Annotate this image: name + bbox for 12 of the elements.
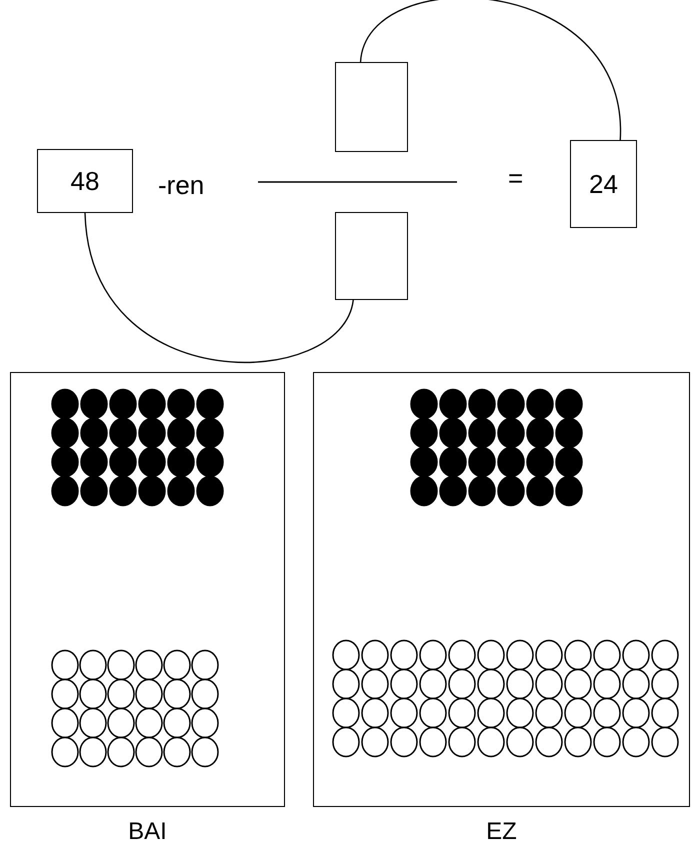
number-box bbox=[37, 149, 133, 213]
equals-sign: = bbox=[508, 163, 524, 194]
panel-caption: EZ bbox=[485, 818, 518, 846]
connector-arc bbox=[360, 0, 621, 140]
panel-caption: BAI bbox=[127, 818, 168, 846]
connector-arc bbox=[84, 212, 354, 363]
number-text: 48 bbox=[70, 166, 100, 196]
number-box bbox=[570, 140, 637, 228]
answer-box bbox=[335, 212, 408, 300]
answer-box bbox=[335, 62, 408, 152]
suffix-text: -ren bbox=[158, 170, 204, 201]
number-text: 24 bbox=[589, 168, 618, 200]
